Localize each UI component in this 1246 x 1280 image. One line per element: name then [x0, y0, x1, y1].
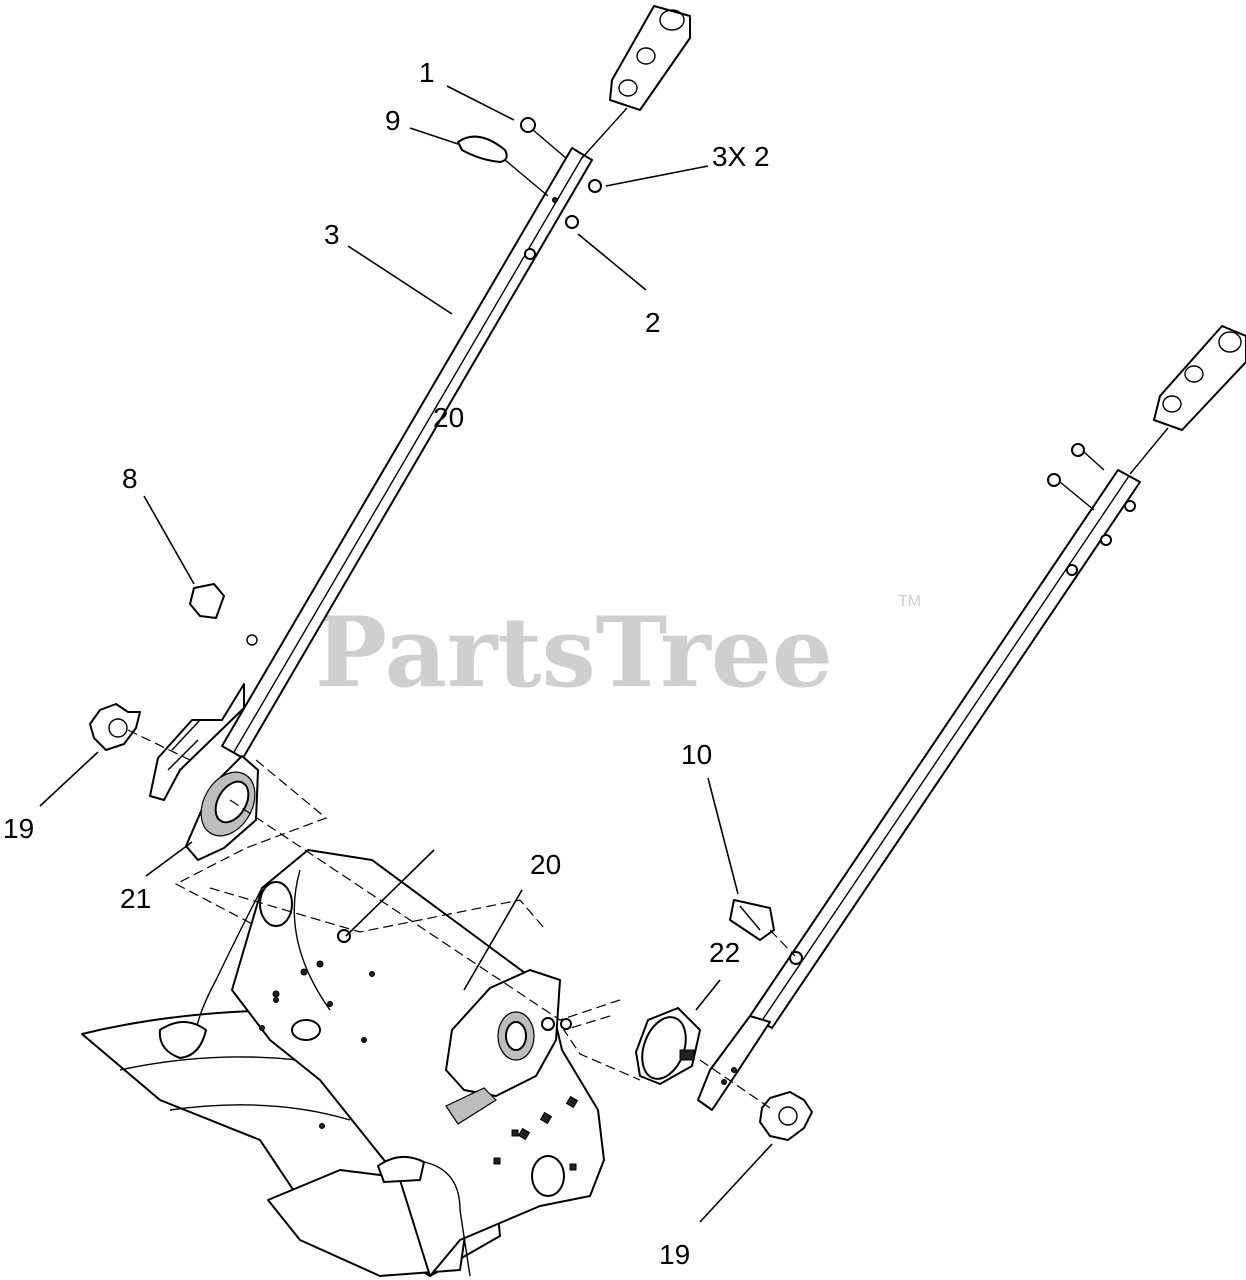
left-handle-grip: [609, 5, 691, 111]
callout-3x2: 3X 2: [712, 141, 770, 172]
callout-22: 22: [709, 937, 740, 968]
callout-8: 8: [122, 463, 138, 494]
callout-9: 9: [385, 105, 401, 136]
left-handle-assembly: [149, 5, 691, 801]
callout-1: 1: [419, 57, 435, 88]
callout-labels: 1 9 3X 2 3 2 8 10 19 20 21 20 22 19: [3, 57, 770, 1270]
callout-19-left: 19: [3, 813, 34, 844]
clip-part-10: [729, 899, 796, 957]
knob-part-19-right: [699, 1059, 813, 1141]
knob-part-19-left: [89, 703, 191, 761]
watermark-trademark: TM: [898, 593, 921, 610]
right-handle-grip: [1153, 325, 1246, 431]
callout-10: 10: [681, 739, 712, 770]
lever-part-9: [457, 135, 508, 163]
callout-20-bottom: 20: [530, 849, 561, 880]
callout-21: 21: [120, 883, 151, 914]
clip-part-8: [189, 583, 225, 619]
bracket-part-22: [563, 1007, 701, 1085]
nut-3x2: [588, 179, 602, 193]
callout-19-right: 19: [659, 1239, 690, 1270]
nut-part-2: [565, 215, 579, 229]
callout-3: 3: [324, 219, 340, 250]
mower-housing: [81, 799, 621, 1277]
right-handle-assembly: [697, 325, 1246, 1111]
watermark-text: PartsTree: [315, 596, 833, 709]
callout-20-top: 20: [433, 402, 464, 433]
bolt-part-1: [520, 117, 536, 133]
left-handle-bracket: [149, 683, 245, 801]
watermark: PartsTree TM: [315, 593, 921, 709]
bracket-part-21: [174, 755, 328, 929]
callout-2: 2: [645, 307, 661, 338]
right-handle-bracket: [697, 1015, 771, 1111]
leader-lines: [39, 85, 773, 1223]
